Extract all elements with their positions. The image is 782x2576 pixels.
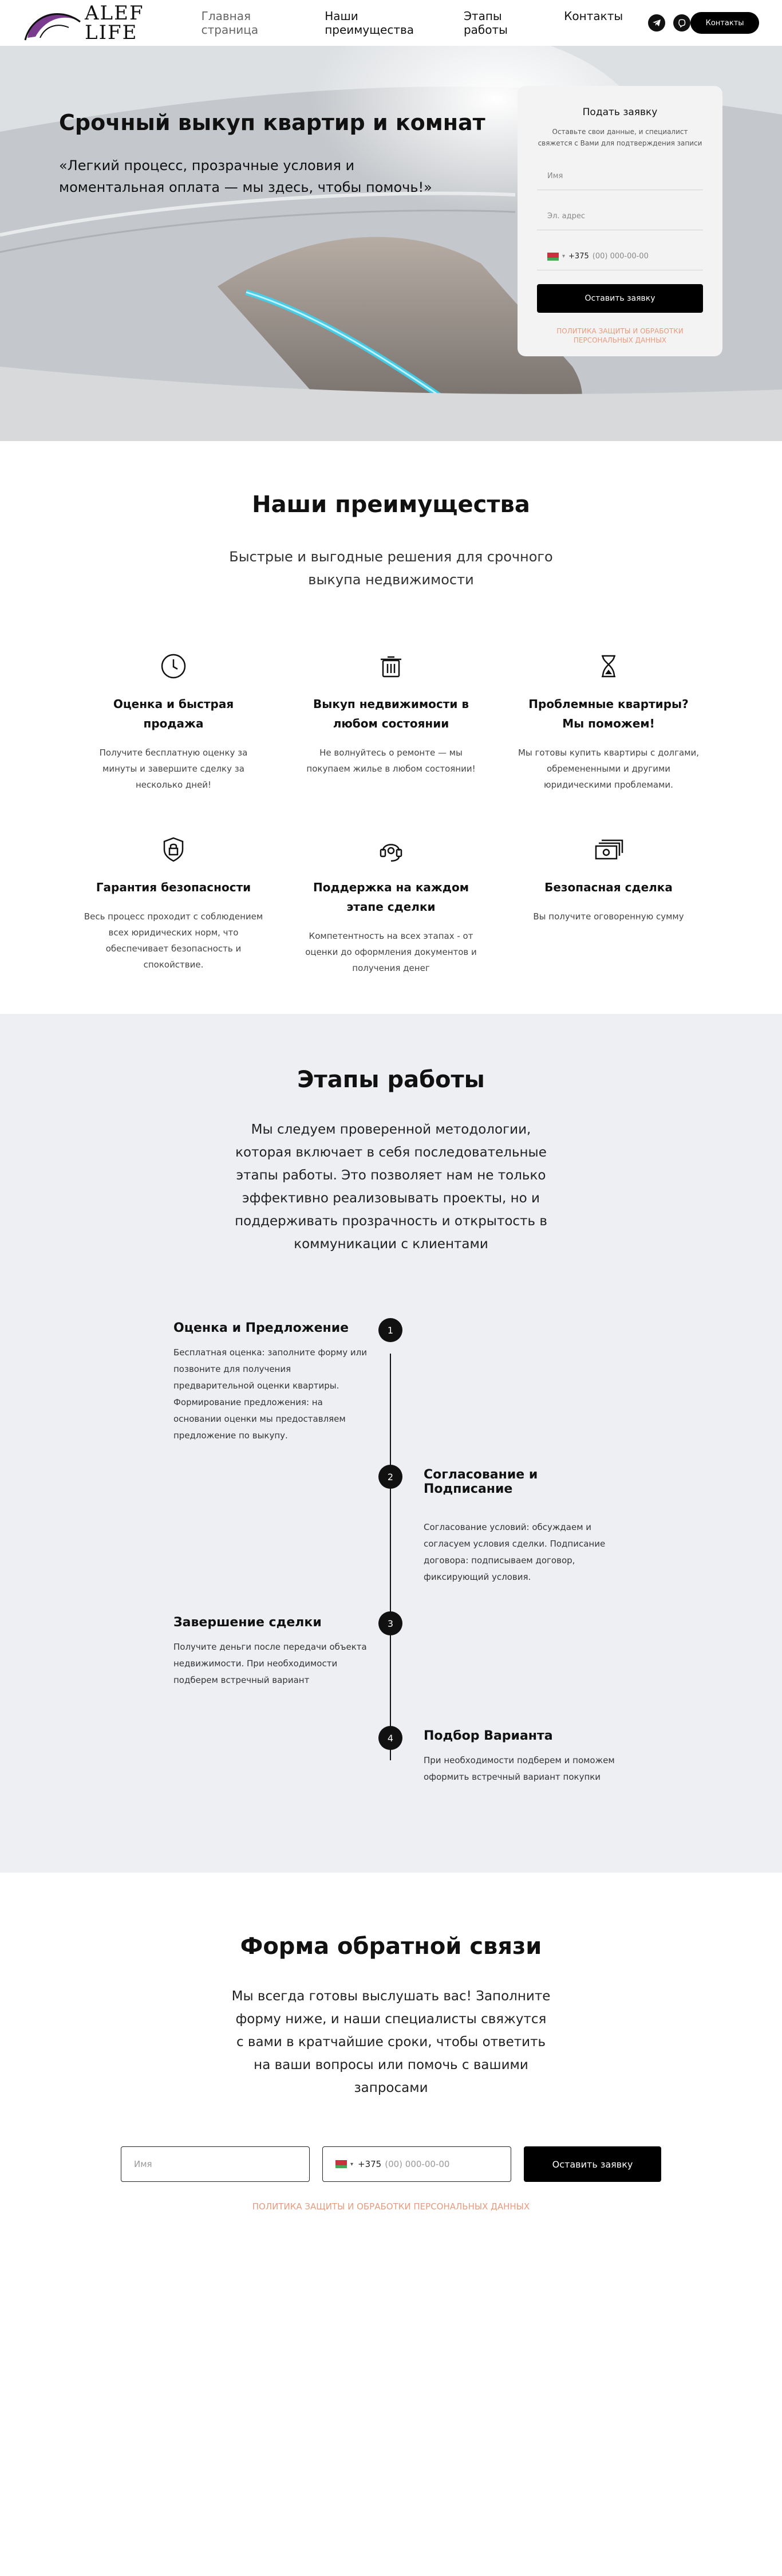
feedback-phone-input[interactable]: ▾ +375 (00) 000-00-00: [322, 2146, 511, 2182]
feedback-title: Форма обратной связи: [240, 1933, 542, 1960]
money-icon: [593, 834, 624, 865]
stages-section: Этапы работы Мы следуем проверенной мето…: [0, 1014, 782, 1873]
advantage-item: Безопасная сделка Вы получите оговоренну…: [500, 834, 717, 1017]
social-links: [648, 14, 691, 32]
step-title: Оценка и Предложение: [173, 1321, 349, 1335]
advantages-grid: Оценка и быстрая продажа Получите беспла…: [0, 651, 782, 1017]
belarus-flag-icon[interactable]: [547, 252, 559, 261]
advantage-text: Не волнуйтесь о ремонте — мы покупаем жи…: [306, 748, 476, 774]
step-title: Подбор Варианта: [424, 1729, 553, 1743]
hourglass-icon: [593, 651, 624, 682]
chevron-down-icon[interactable]: ▾: [350, 2161, 354, 2168]
nav-stages[interactable]: Этапы работы: [463, 9, 508, 37]
step-text: При необходимости подберем и поможем офо…: [424, 1755, 615, 1782]
advantage-item: Проблемные квартиры? Мы поможем! Мы гото…: [500, 651, 717, 834]
stages-lead: Мы следуем проверенной методологии, кото…: [235, 1122, 547, 1252]
advantage-title: Выкуп недвижимости в любом состоянии: [313, 697, 469, 730]
site-header: ALEF LIFE Главная страница Наши преимуще…: [0, 0, 782, 46]
phone-placeholder: (00) 000-00-00: [385, 2159, 450, 2169]
nav-contacts[interactable]: Контакты: [564, 9, 623, 23]
hero-subtitle: «Легкий процесс, прозрачные условия и мо…: [59, 158, 432, 195]
timeline-step: Оценка и Предложение Бесплатная оценка: …: [173, 1321, 368, 1444]
phone-input[interactable]: ▾ +375 (00) 000-00-00: [537, 243, 703, 270]
step-title: Завершение сделки: [173, 1615, 322, 1630]
lock-shield-icon: [158, 834, 189, 865]
form-title: Подать заявку: [582, 107, 658, 118]
clock-icon: [158, 651, 189, 682]
hero-title: Срочный выкуп квартир и комнат: [59, 110, 485, 135]
step-number-badge: 1: [378, 1318, 402, 1342]
advantage-item: Выкуп недвижимости в любом состоянии Не …: [282, 651, 500, 834]
privacy-policy-link[interactable]: ПОЛИТИКА ЗАЩИТЫ И ОБРАБОТКИ ПЕРСОНАЛЬНЫХ…: [252, 2201, 530, 2212]
nav-advantages[interactable]: Наши преимущества: [325, 9, 414, 37]
feedback-section: Форма обратной связи Мы всегда готовы вы…: [0, 1873, 782, 2576]
advantage-item: Оценка и быстрая продажа Получите беспла…: [65, 651, 282, 834]
feedback-submit-button[interactable]: Оставить заявку: [524, 2146, 661, 2182]
phone-code: +375: [358, 2159, 382, 2169]
advantage-text: Компетентность на всех этапах - от оценк…: [305, 931, 477, 973]
name-input[interactable]: Имя: [537, 163, 703, 190]
timeline-step: Согласование и Подписание Согласование у…: [424, 1468, 618, 1586]
advantage-text: Мы готовы купить квартиры с долгами, обр…: [518, 748, 700, 790]
email-placeholder: Эл. адрес: [547, 212, 586, 221]
advantage-title: Поддержка на каждом этапе сделки: [313, 880, 469, 914]
advantage-text: Получите бесплатную оценку за минуты и з…: [99, 748, 248, 790]
trash-icon: [376, 651, 406, 682]
timeline-step: Завершение сделки Получите деньги после …: [173, 1615, 368, 1689]
timeline-line: [390, 1354, 391, 1760]
headset-icon: [376, 834, 406, 865]
advantages-lead: Быстрые и выгодные решения для срочного …: [229, 549, 553, 588]
phone-code: +375: [568, 252, 589, 261]
hero-section: Срочный выкуп квартир и комнат «Легкий п…: [0, 46, 782, 441]
main-nav: Главная страница Наши преимущества Этапы…: [202, 9, 623, 37]
advantage-item: Гарантия безопасности Весь процесс прохо…: [65, 834, 282, 1017]
submit-request-button[interactable]: Оставить заявку: [537, 284, 703, 313]
privacy-policy-link[interactable]: ПОЛИТИКА ЗАЩИТЫ И ОБРАБОТКИ ПЕРСОНАЛЬНЫХ…: [556, 327, 684, 344]
step-number-badge: 4: [378, 1726, 402, 1750]
advantages-section: Наши преимущества Быстрые и выгодные реш…: [0, 441, 782, 1014]
request-form-card: Подать заявку Оставьте свои данные, и сп…: [518, 86, 722, 356]
advantage-title: Оценка и быстрая продажа: [113, 697, 234, 730]
telegram-icon[interactable]: [648, 14, 666, 32]
advantage-title: Проблемные квартиры? Мы поможем!: [528, 697, 689, 730]
name-placeholder: Имя: [134, 2159, 152, 2169]
step-title: Согласование и Подписание: [424, 1468, 538, 1496]
advantage-item: Поддержка на каждом этапе сделки Компете…: [282, 834, 500, 1017]
email-input[interactable]: Эл. адрес: [537, 203, 703, 230]
step-text: Бесплатная оценка: заполните форму или п…: [173, 1347, 367, 1441]
advantages-title: Наши преимущества: [252, 491, 530, 518]
logo-line-1: ALEF: [85, 2, 144, 25]
viber-icon[interactable]: [673, 14, 691, 32]
advantage-text: Вы получите оговоренную сумму: [533, 911, 684, 922]
logo-text: ALEF LIFE: [85, 3, 144, 42]
step-text: Согласование условий: обсуждаем и соглас…: [424, 1522, 606, 1582]
stages-title: Этапы работы: [297, 1067, 485, 1093]
advantage-title: Безопасная сделка: [544, 880, 673, 894]
name-placeholder: Имя: [547, 172, 563, 180]
form-note: Оставьте свои данные, и специалист свяже…: [538, 128, 702, 147]
chevron-down-icon[interactable]: ▾: [562, 253, 566, 259]
logo[interactable]: ALEF LIFE: [23, 0, 161, 46]
feedback-form: Имя ▾ +375 (00) 000-00-00 Оставить заявк…: [0, 2146, 782, 2182]
belarus-flag-icon[interactable]: [335, 2160, 347, 2168]
logo-mark-icon: [24, 13, 81, 41]
advantage-text: Весь процесс проходит с соблюдением всех…: [84, 911, 263, 970]
contacts-button[interactable]: Контакты: [690, 12, 760, 34]
nav-home[interactable]: Главная страница: [201, 9, 259, 37]
advantage-title: Гарантия безопасности: [96, 880, 251, 894]
feedback-lead: Мы всегда готовы выслушать вас! Заполнит…: [231, 1989, 551, 2095]
feedback-name-input[interactable]: Имя: [121, 2146, 310, 2182]
step-text: Получите деньги после передачи объекта н…: [173, 1642, 367, 1685]
phone-placeholder: (00) 000-00-00: [592, 252, 649, 261]
timeline-step: Подбор Варианта При необходимости подбер…: [424, 1729, 618, 1785]
logo-line-2: LIFE: [85, 21, 138, 44]
step-number-badge: 2: [378, 1465, 402, 1489]
step-number-badge: 3: [378, 1611, 402, 1635]
